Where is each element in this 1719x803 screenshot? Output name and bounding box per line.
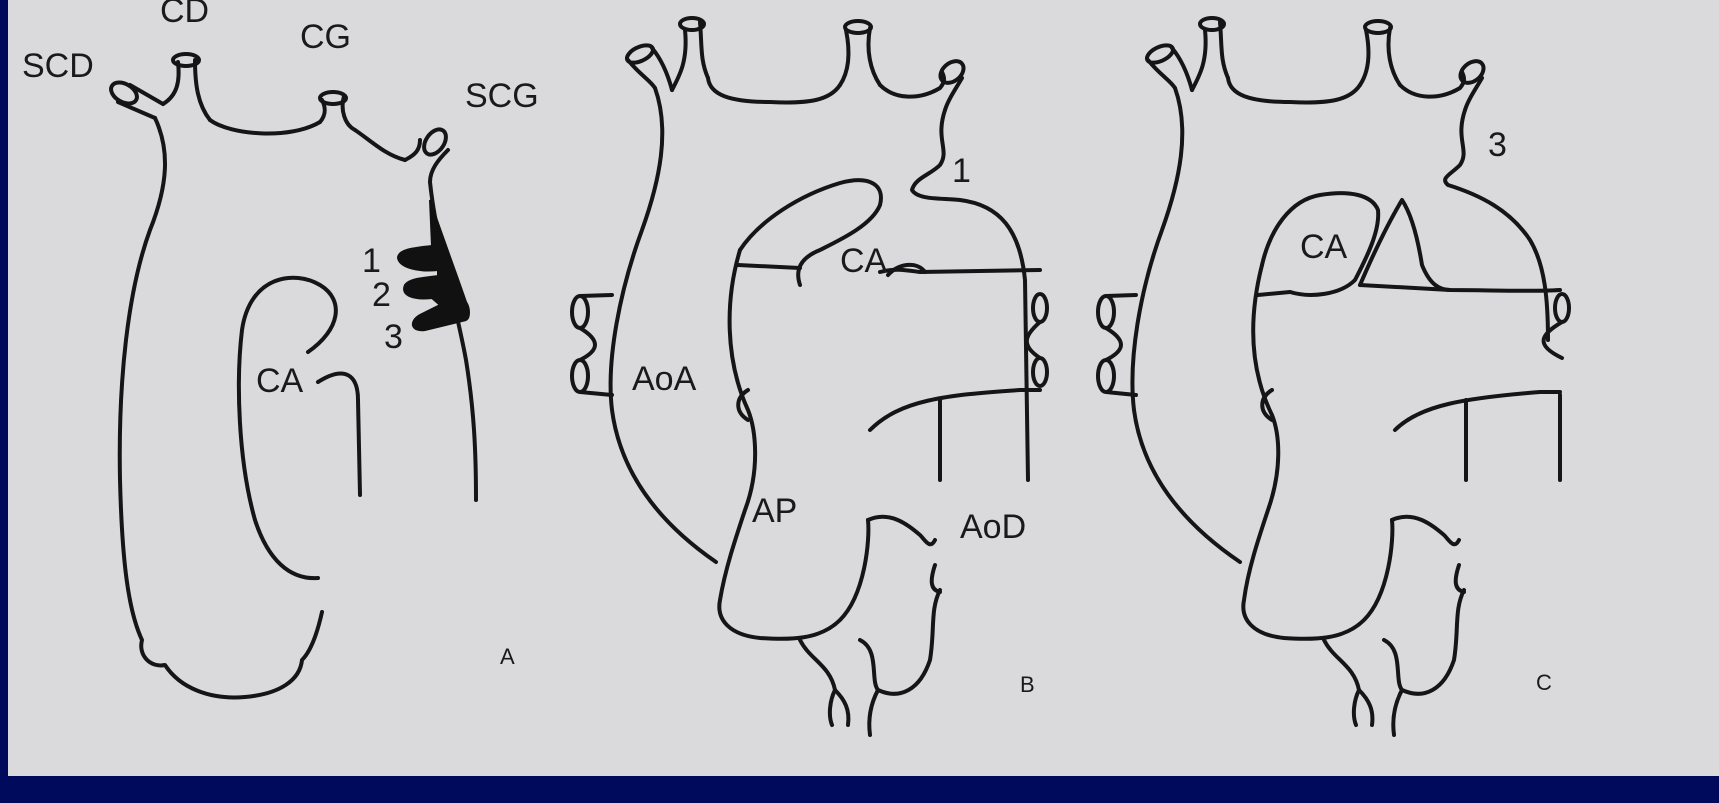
- panel-a-label-ca: CA: [256, 362, 304, 400]
- panel-b-label-1: 1: [952, 152, 971, 190]
- panel-c-label-3: 3: [1488, 126, 1507, 164]
- panel-a-label-3: 3: [384, 318, 403, 356]
- panel-b-label-aoa: AoA: [632, 360, 697, 398]
- panel-a-cd-vessel: [163, 60, 210, 120]
- panel-b-pa-branches: [738, 265, 1040, 272]
- panel-c-letter: C: [1536, 670, 1552, 695]
- panel-a-arch-branches: [398, 200, 469, 330]
- panel-a-label-cg: CG: [300, 18, 351, 56]
- panel-a-ca-vessel: [239, 278, 336, 578]
- panel-b-aorta-outline: [611, 88, 716, 562]
- panel-c-label-ca: CA: [1300, 228, 1348, 266]
- panel-b-label-ca: CA: [840, 242, 888, 280]
- panel-a-letter: A: [500, 644, 515, 669]
- panel-a-label-2: 2: [372, 276, 391, 314]
- panel-b-letter: B: [1020, 672, 1035, 697]
- panel-a-label-1: 1: [362, 242, 381, 280]
- panel-a-aorta-outline: [120, 118, 322, 697]
- panel-a-label-cd: CD: [160, 0, 209, 30]
- panel-a-label-scg: SCG: [465, 77, 539, 115]
- panel-a-label-scd: SCD: [22, 47, 94, 85]
- panel-b-label-ap: AP: [752, 492, 797, 530]
- panel-b-label-aod: AoD: [960, 508, 1026, 546]
- panel-c-aorta-outline: [1132, 88, 1240, 562]
